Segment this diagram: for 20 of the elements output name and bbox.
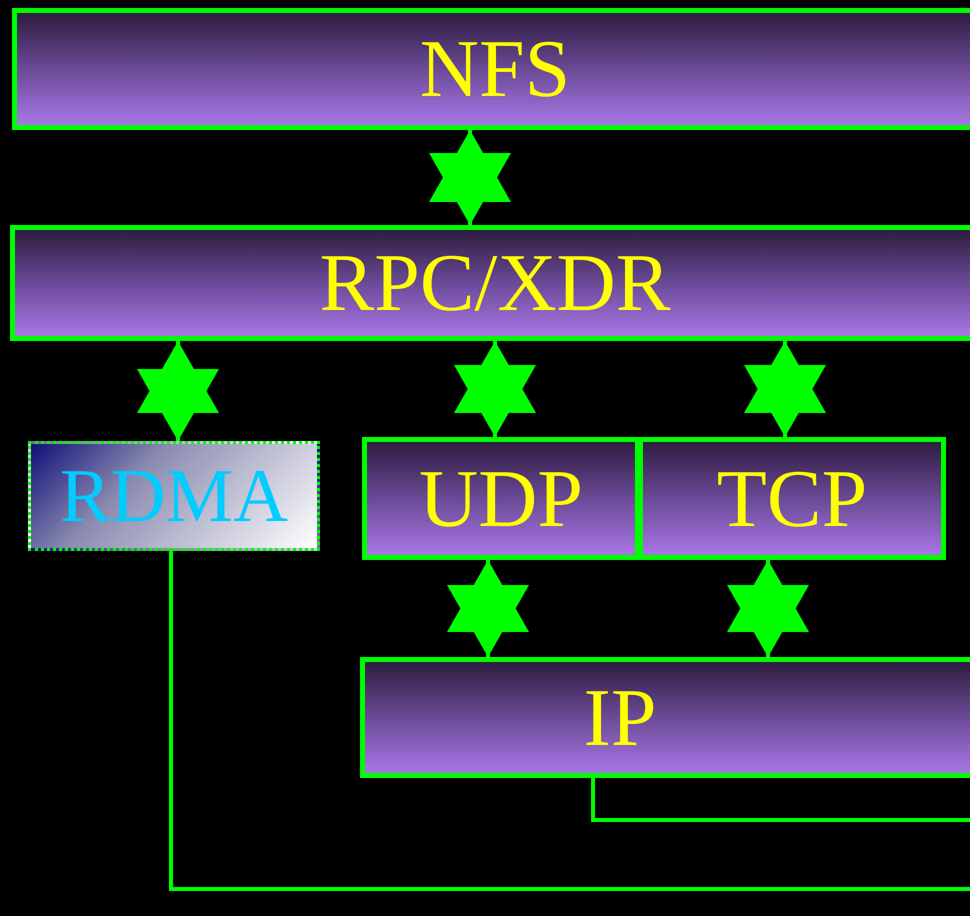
layer-label: RPC/XDR: [320, 242, 670, 324]
double-arrow: [727, 560, 809, 657]
layer-label: IP: [584, 676, 656, 758]
layer-label: RDMA: [60, 458, 288, 534]
layer-box: [12, 8, 970, 130]
layer-box: [638, 437, 946, 560]
protocol-box: [28, 441, 320, 551]
connector-line: [591, 778, 970, 822]
layer-box: [362, 437, 640, 560]
double-arrow: [744, 341, 826, 437]
double-arrow: [447, 560, 529, 657]
connector-line: [169, 551, 970, 891]
double-arrow: [137, 341, 219, 441]
double-arrow: [454, 341, 536, 437]
layer-label: UDP: [418, 458, 584, 540]
layer-label: NFS: [420, 28, 570, 110]
layer-label: TCP: [716, 458, 868, 540]
layer-box: [360, 657, 970, 778]
layer-box: [10, 225, 970, 341]
double-arrow: [429, 130, 511, 225]
